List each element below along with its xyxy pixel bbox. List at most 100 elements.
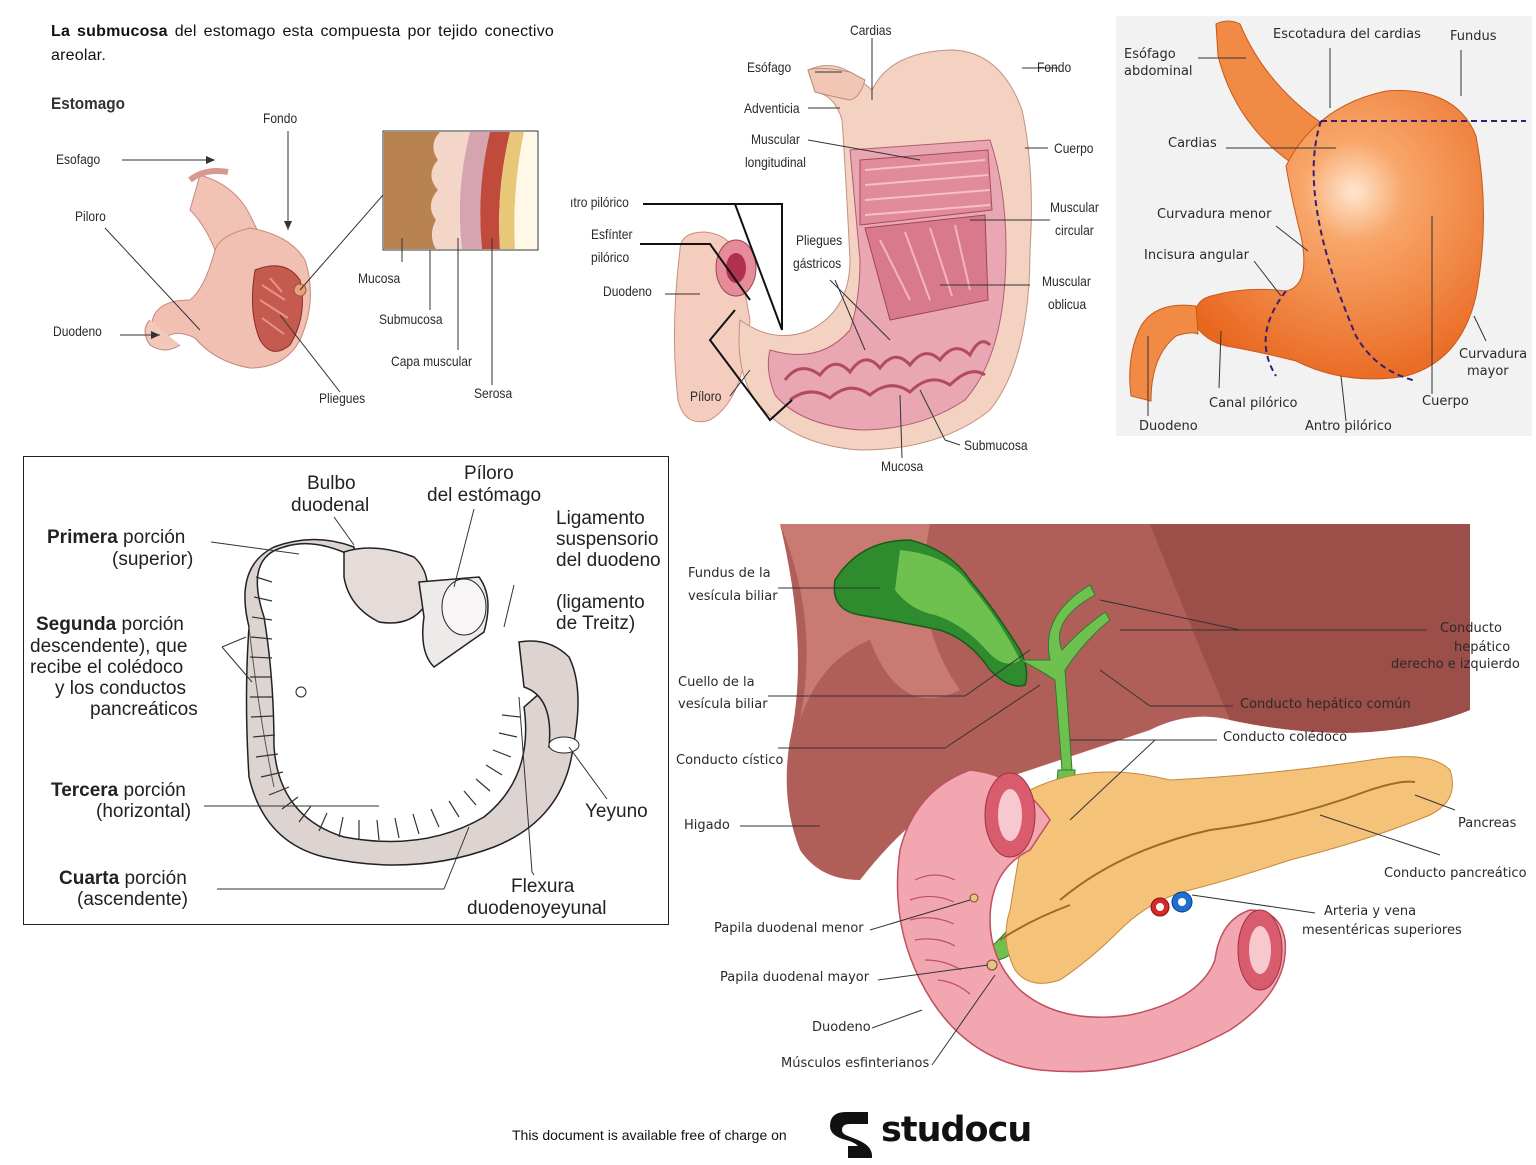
fig5-label-papila-mayor: Papila duodenal mayor bbox=[720, 970, 870, 985]
figure-stomach-walls: Cardias Esófago Fondo Adventicia Muscula… bbox=[560, 0, 1120, 480]
fig2-label-adventicia: Adventicia bbox=[744, 100, 800, 116]
fig4-label-tercera-2: (horizontal) bbox=[96, 801, 192, 822]
fig4-label-tercera: Tercera porción bbox=[51, 780, 186, 801]
fig4-primera-rest: porción bbox=[117, 527, 186, 548]
fig3-label-duodeno: Duodeno bbox=[1139, 419, 1198, 434]
figure-stomach-layers: Estomago Fondo Esofa bbox=[0, 0, 560, 420]
fig4-label-segunda-4: y los conductos bbox=[55, 678, 186, 699]
fig2-label-muscular-circ-1: Muscular bbox=[1050, 199, 1099, 215]
fig4-label-ligamento-1: Ligamento bbox=[556, 508, 645, 529]
fig3-label-esofago-2: abdominal bbox=[1124, 64, 1193, 79]
fig2-label-muscular-long-1: Muscular bbox=[751, 131, 800, 147]
intro-text: del estomago esta compuesta por tejido c… bbox=[51, 23, 554, 64]
fig3-label-curvadura-mayor-2: mayor bbox=[1467, 364, 1509, 379]
fig4-label-flexura-2: duodenoyeyunal bbox=[467, 898, 607, 919]
fig4-label-bulbo-2: duodenal bbox=[291, 495, 370, 516]
fig2-label-cardias: Cardias bbox=[850, 22, 892, 38]
intro-bold: La submucosa bbox=[51, 23, 168, 40]
fig5-label-hepatico-2: hepático bbox=[1454, 640, 1511, 655]
fig3-label-esofago-1: Esófago bbox=[1124, 47, 1176, 62]
fig4-label-piloro-1: Píloro bbox=[464, 463, 514, 484]
fig4-cuarta-rest: porción bbox=[119, 868, 187, 889]
fig3-label-curvadura-mayor-1: Curvadura bbox=[1459, 347, 1528, 362]
fig2-label-muscular-circ-2: circular bbox=[1055, 222, 1094, 238]
biliary-pancreas-illustration bbox=[740, 524, 1470, 1073]
fig3-label-canal-pilorico: Canal pilórico bbox=[1209, 396, 1298, 411]
fig1-label-capa-muscular: Capa muscular bbox=[391, 353, 472, 369]
fig4-tercera-rest: porción bbox=[118, 780, 186, 801]
stomach-layers-illustration bbox=[104, 130, 539, 393]
fig3-label-curvadura-menor: Curvadura menor bbox=[1157, 207, 1272, 222]
fig2-label-submucosa: Submucosa bbox=[964, 437, 1028, 453]
fig1-label-esofago: Esofago bbox=[56, 151, 101, 167]
fig5-label-papila-menor: Papila duodenal menor bbox=[714, 921, 864, 936]
fig4-label-bulbo-1: Bulbo bbox=[307, 473, 356, 494]
fig4-segunda-rest: porción bbox=[116, 614, 184, 635]
duodenum-illustration bbox=[204, 508, 608, 890]
fig2-label-muscular-obl-1: Muscular bbox=[1042, 273, 1091, 289]
fig1-label-pliegues: Pliegues bbox=[319, 390, 366, 406]
fig4-primera-bold: Primera bbox=[47, 527, 118, 548]
fig5-label-hepatico-3: derecho e izquierdo bbox=[1391, 657, 1520, 672]
fig2-label-fondo: Fondo bbox=[1037, 59, 1072, 75]
fig5-label-hepatico-comun: Conducto hepático común bbox=[1240, 697, 1411, 712]
fig1-label-submucosa: Submucosa bbox=[379, 311, 443, 327]
fig4-label-segunda: Segunda porción bbox=[36, 614, 184, 635]
fig4-label-ligamento-4: (ligamento bbox=[556, 592, 645, 613]
fig4-label-segunda-2: descendente), que bbox=[30, 636, 188, 657]
studocu-brand[interactable]: studocu bbox=[881, 1110, 1032, 1150]
fig4-label-yeyuno: Yeyuno bbox=[585, 801, 648, 822]
fig2-label-muscular-obl-2: oblicua bbox=[1048, 296, 1087, 312]
fig5-label-higado: Higado bbox=[684, 818, 730, 833]
fig3-label-cardias: Cardias bbox=[1168, 136, 1217, 151]
fig3-label-cuerpo: Cuerpo bbox=[1422, 394, 1469, 409]
fig4-label-segunda-3: recibe el colédoco bbox=[30, 657, 184, 678]
fig4-label-segunda-5: pancreáticos bbox=[90, 699, 198, 720]
intro-paragraph: La submucosa del estomago esta compuesta… bbox=[51, 20, 554, 68]
fig4-cuarta-bold: Cuarta bbox=[59, 868, 120, 889]
fig5-label-cuello-1: Cuello de la bbox=[678, 675, 755, 690]
fig3-label-escotadura: Escotadura del cardias bbox=[1273, 27, 1421, 42]
figure-stomach-regions: Esófago abdominal Escotadura del cardias… bbox=[1116, 16, 1532, 436]
stomach-regions-illustration bbox=[1129, 20, 1526, 422]
fig4-label-cuarta: Cuarta porción bbox=[59, 868, 187, 889]
studocu-logo-icon[interactable] bbox=[828, 1110, 874, 1160]
fig5-label-cuello-2: vesícula biliar bbox=[678, 697, 768, 712]
fig5-label-fundus-1: Fundus de la bbox=[688, 566, 771, 581]
fig4-label-flexura-1: Flexura bbox=[511, 876, 575, 897]
fig2-label-piloro: Píloro bbox=[690, 388, 722, 404]
fig4-label-ligamento-5: de Treitz) bbox=[556, 613, 636, 634]
fig5-label-pancreas: Pancreas bbox=[1458, 816, 1517, 831]
fig1-label-duodeno: Duodeno bbox=[53, 323, 102, 339]
fig2-label-pliegues-1: Pliegues bbox=[796, 232, 843, 248]
fig5-label-arteria-2: mesentéricas superiores bbox=[1302, 923, 1462, 938]
fig4-label-cuarta-2: (ascendente) bbox=[77, 889, 188, 910]
fig5-label-coledoco: Conducto colédoco bbox=[1223, 730, 1348, 745]
fig1-label-mucosa: Mucosa bbox=[358, 270, 401, 286]
footer-text: This document is available free of charg… bbox=[512, 1127, 787, 1143]
fig3-label-incisura: Incisura angular bbox=[1144, 248, 1249, 263]
figure-duodenum-portions: Bulbo duodenal Píloro del estómago Prime… bbox=[23, 456, 669, 925]
fig2-label-duodeno: Duodeno bbox=[603, 283, 652, 299]
fig1-label-serosa: Serosa bbox=[474, 385, 513, 401]
fig5-label-cistico: Conducto cístico bbox=[676, 753, 784, 768]
fig5-label-duodeno: Duodeno bbox=[812, 1020, 871, 1035]
fig4-label-primera-2: (superior) bbox=[112, 549, 194, 570]
fig2-label-antro-pilorico: ıtro pilórico bbox=[570, 194, 629, 210]
fig4-label-ligamento-2: suspensorio bbox=[556, 529, 659, 550]
fig2-label-esfinter-2: pilórico bbox=[591, 249, 630, 265]
fig2-label-muscular-long-2: longitudinal bbox=[745, 154, 806, 170]
figure-biliary-pancreas: Fundus de la vesícula biliar Conducto he… bbox=[670, 520, 1536, 1080]
fig4-segunda-bold: Segunda bbox=[36, 614, 117, 635]
fig2-label-esofago: Esófago bbox=[747, 59, 792, 75]
fig2-label-pliegues-2: gástricos bbox=[793, 255, 842, 271]
fig4-label-primera: Primera porción bbox=[47, 527, 185, 548]
fig3-label-antro-pilorico: Antro pilórico bbox=[1305, 419, 1392, 434]
fig4-label-ligamento-3: del duodeno bbox=[556, 550, 661, 571]
fig1-label-piloro: Piloro bbox=[75, 208, 106, 224]
fig5-label-pancreatico: Conducto pancreático bbox=[1384, 866, 1527, 881]
fig5-label-musculos: Músculos esfinterianos bbox=[781, 1056, 930, 1071]
fig5-label-fundus-2: vesícula biliar bbox=[688, 589, 778, 604]
fig5-label-hepatico-1: Conducto bbox=[1440, 621, 1502, 636]
fig2-label-esfinter-1: Esfínter bbox=[591, 226, 633, 242]
